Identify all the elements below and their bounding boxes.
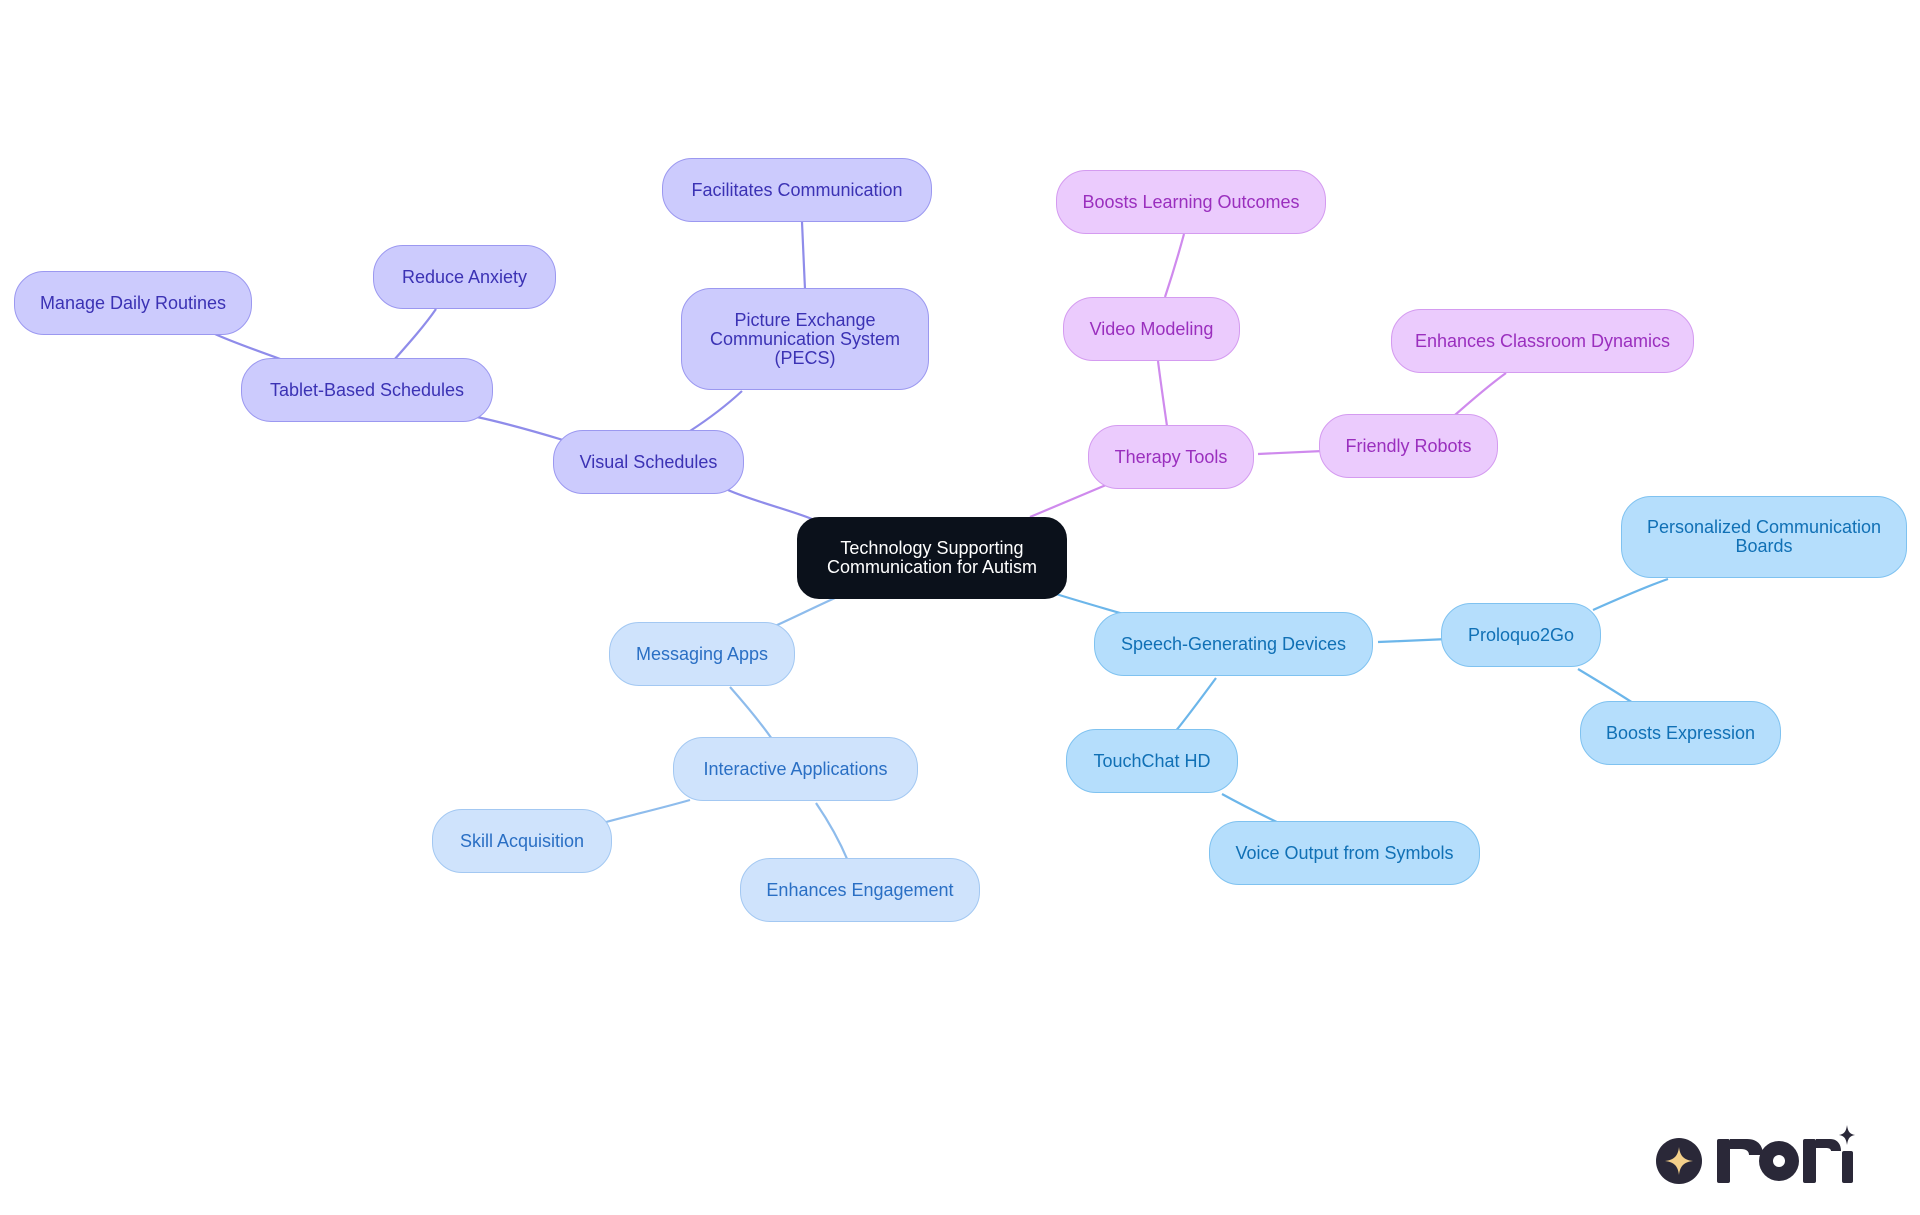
node-tablet-based-schedules[interactable]: Tablet-Based Schedules — [241, 358, 493, 422]
node-touchchat-hd[interactable]: TouchChat HD — [1066, 729, 1238, 793]
node-visual-schedules[interactable]: Visual Schedules — [553, 430, 744, 494]
edge-therapy-video — [1156, 360, 1169, 427]
edge-interactive-enhances-engagement — [815, 802, 850, 862]
sparkle-circle-icon — [1656, 1125, 1855, 1184]
edge-pecs-facilitates — [800, 221, 807, 290]
node-facilitates-communication[interactable]: Facilitates Communication — [662, 158, 932, 222]
edge-root-messaging — [774, 596, 836, 628]
node-reduce-anxiety[interactable]: Reduce Anxiety — [373, 245, 556, 309]
edge-video-boosts — [1163, 233, 1186, 298]
edge-interactive-skill — [605, 798, 691, 824]
edge-proloquo-personalized — [1592, 577, 1669, 612]
node-video-modeling[interactable]: Video Modeling — [1063, 297, 1240, 361]
node-pecs[interactable]: Picture Exchange Communication System (P… — [681, 288, 929, 390]
edge-messaging-interactive — [729, 686, 773, 740]
node-boosts-learning-outcomes[interactable]: Boosts Learning Outcomes — [1056, 170, 1326, 234]
node-boosts-expression[interactable]: Boosts Expression — [1580, 701, 1781, 765]
node-friendly-robots[interactable]: Friendly Robots — [1319, 414, 1498, 478]
edge-speech-proloquo — [1377, 637, 1449, 644]
node-personalized-communication-boards[interactable]: Personalized Communication Boards — [1621, 496, 1907, 578]
edge-robots-enhances — [1454, 372, 1507, 416]
node-messaging-apps[interactable]: Messaging Apps — [609, 622, 795, 686]
node-proloquo2go[interactable]: Proloquo2Go — [1441, 603, 1601, 667]
edge-therapy-robots — [1257, 449, 1324, 456]
root-node[interactable]: Technology Supporting Communication for … — [797, 517, 1067, 599]
node-interactive-applications[interactable]: Interactive Applications — [673, 737, 918, 801]
node-enhances-engagement[interactable]: Enhances Engagement — [740, 858, 980, 922]
edge-root-therapy — [1029, 483, 1107, 519]
edge-root-visual-schedules — [727, 488, 813, 521]
node-therapy-tools[interactable]: Therapy Tools — [1088, 425, 1254, 489]
node-speech-generating-devices[interactable]: Speech-Generating Devices — [1094, 612, 1373, 676]
edge-speech-touchchat — [1174, 677, 1217, 733]
node-manage-daily-routines[interactable]: Manage Daily Routines — [14, 271, 252, 335]
brand-logo: rori — [1655, 1125, 1855, 1185]
edge-visual-schedules-pecs — [689, 390, 743, 432]
node-voice-output-from-symbols[interactable]: Voice Output from Symbols — [1209, 821, 1480, 885]
edge-proloquo-boosts-expression — [1577, 668, 1637, 706]
edge-tablet-manage — [214, 333, 284, 362]
edge-visual-schedules-tablet — [476, 415, 564, 442]
node-skill-acquisition[interactable]: Skill Acquisition — [432, 809, 612, 873]
edge-tablet-reduce — [393, 308, 437, 361]
node-enhances-classroom-dynamics[interactable]: Enhances Classroom Dynamics — [1391, 309, 1694, 373]
